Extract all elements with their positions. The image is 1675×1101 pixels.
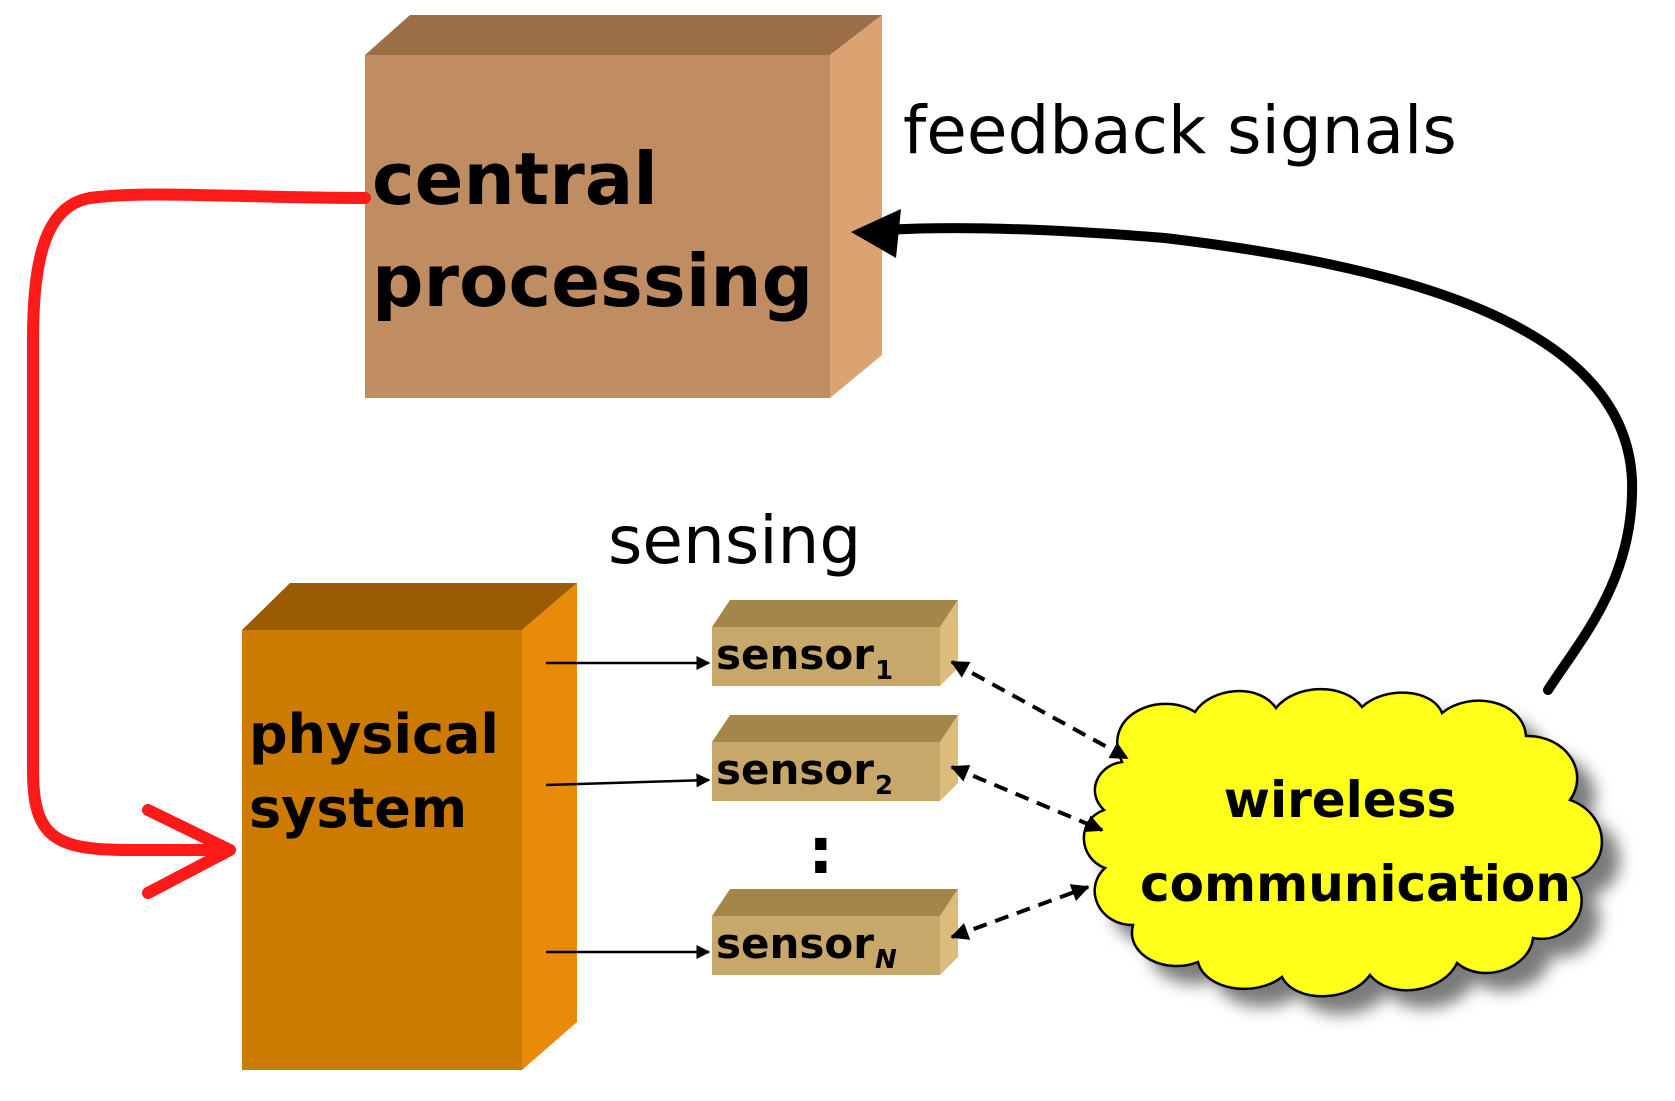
sensor-block [712, 715, 958, 801]
physical-system-label: physical system [249, 703, 499, 840]
sensor-name: sensor [716, 630, 874, 679]
feedback-signals-label: feedback signals [903, 92, 1457, 169]
wireless-communication-label: wireless communication [1140, 771, 1571, 913]
sensing-label: sensing [608, 502, 862, 579]
sensor-subscript: 1 [874, 655, 894, 686]
control-arrow [27, 188, 371, 899]
feedback-arrow [851, 209, 1638, 695]
sensor-n-label: sensorN [716, 923, 897, 973]
sensor-name: sensor [716, 919, 874, 968]
wireless-cloud [1082, 687, 1620, 1015]
sensor-1-label: sensor1 [716, 634, 893, 684]
sensor-subscript: 2 [874, 770, 894, 801]
central-processing-block [365, 15, 882, 398]
sensing-arrows [545, 656, 711, 959]
sensor-block [712, 889, 958, 975]
physical-system-block [242, 583, 577, 1070]
wireless-link-arrows [950, 660, 1129, 940]
sensor-block [712, 600, 958, 686]
sensor-ellipsis: : [808, 815, 834, 889]
sensor-subscript: N [874, 944, 897, 975]
central-processing-label: central processing [372, 137, 814, 323]
sensor-2-label: sensor2 [716, 749, 893, 799]
sensor-name: sensor [716, 745, 874, 794]
